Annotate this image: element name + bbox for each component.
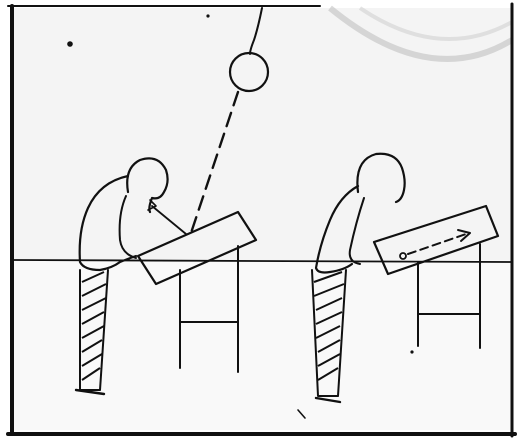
dot-marker bbox=[67, 41, 73, 47]
dot-marker bbox=[410, 350, 413, 353]
dot-marker bbox=[206, 14, 209, 17]
floor-area bbox=[14, 260, 512, 430]
